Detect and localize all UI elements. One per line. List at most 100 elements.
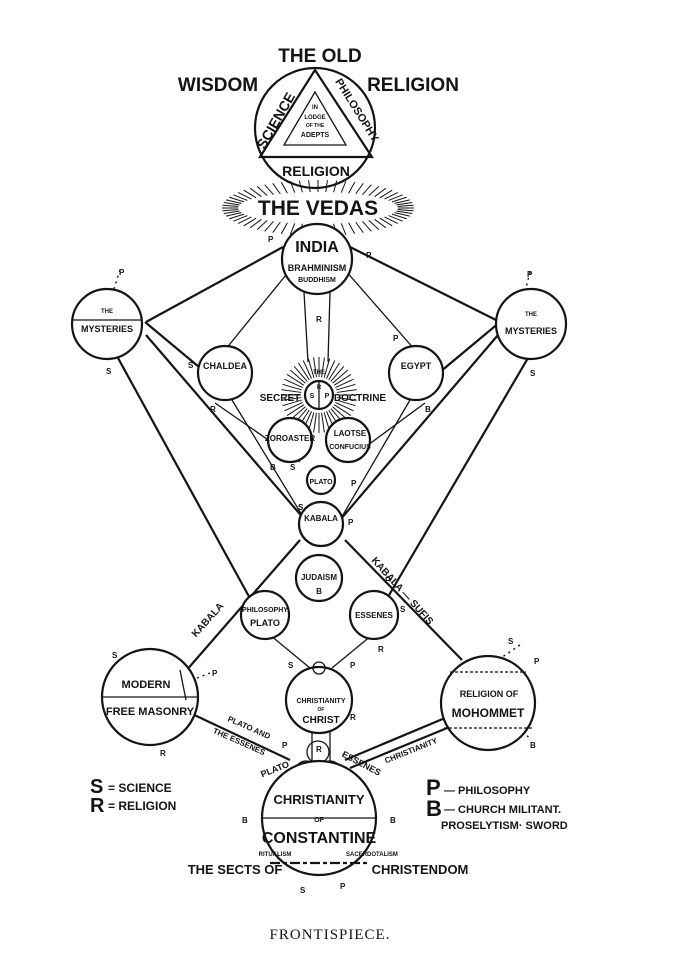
freemasonry-modern: MODERN (122, 679, 171, 691)
letter-p-egypt: P (393, 334, 399, 343)
adepts-in: IN (312, 105, 318, 111)
letter-s-chaldea: S (188, 361, 194, 370)
legend-s-text: = SCIENCE (108, 781, 172, 795)
adepts-label: ADEPTS (301, 132, 330, 139)
letter-p-christ-low: P (282, 741, 288, 750)
letter-s-christ: S (288, 661, 294, 670)
letter-r-chaldea: R (210, 405, 216, 414)
constantine-line1: CHRISTIANITY (274, 792, 365, 807)
legend-b-text: — CHURCH MILITANT. (444, 804, 561, 816)
letter-p-myst-left: P (119, 268, 125, 277)
doctrine-doctrine: DOCTRINE (334, 393, 387, 404)
mysteries-right-the: THE (525, 312, 537, 318)
judaism-label: JUDAISM (301, 573, 337, 582)
adepts-lodge: LODGE (304, 115, 325, 121)
mohammet-circle: RELIGION OF MOHOMMET (439, 654, 537, 752)
letter-p-kabala: P (348, 518, 354, 527)
letter-b-constantine-left: B (242, 816, 248, 825)
constantine-line2: OF (314, 817, 324, 824)
chaldea-circle: CHALDEA (196, 344, 254, 402)
sects-left-label: THE SECTS OF (188, 862, 283, 877)
mysteries-left-circle: THE MYSTERIES (70, 287, 144, 361)
letter-p-india-right: P (366, 251, 372, 260)
kabala-center-label: KABALA (304, 514, 338, 523)
circle-religion-label: RELIGION (282, 163, 350, 179)
letter-s-myst-left: S (106, 367, 112, 376)
adepts-of-the: OF THE (306, 123, 325, 129)
letter-r-christ: R (350, 713, 356, 722)
letter-r-freemason: R (160, 749, 166, 758)
caption: FRONTISPIECE. (270, 927, 391, 943)
old-wisdom-circle: SCIENCE PHILOSOPHY RELIGION IN LODGE OF … (253, 66, 381, 190)
letter-s-essenes: S (400, 605, 406, 614)
mysteries-left-label: MYSTERIES (81, 324, 133, 334)
letter-p-plato: P (351, 479, 357, 488)
letter-b-zoro: B (270, 463, 276, 472)
philosophy-plato-circle: PHILOSOPHY PLATO (239, 589, 291, 641)
letter-b-constantine-right: B (390, 816, 396, 825)
letter-s-mohammet: S (508, 637, 514, 646)
vedas-radiance-icon (222, 180, 414, 236)
vedas-label: THE VEDAS (258, 197, 378, 220)
plato-label: PLATO (309, 479, 333, 486)
doctrine-the: THE (313, 370, 325, 376)
legend: S = SCIENCE R = RELIGION P — PHILOSOPHY … (90, 775, 568, 832)
christ-line1: CHRISTIANITY (297, 698, 346, 705)
philosophy-plato-line1: PHILOSOPHY (242, 607, 288, 614)
mysteries-right-label: MYSTERIES (505, 326, 557, 336)
christ-circle: CHRISTIANITY OF CHRIST (284, 661, 354, 735)
sects-right-label: CHRISTENDOM (372, 862, 469, 877)
letter-r-constantine: R (316, 745, 322, 754)
zoroaster-label: ZOROASTER (265, 434, 315, 443)
legend-s-key: S (90, 776, 103, 798)
doctrine-p: P (325, 393, 330, 400)
letter-p-myst-right: P (527, 270, 533, 279)
laotse-label: LAOTSE (334, 429, 367, 438)
letter-b-egypt: B (425, 405, 431, 414)
header-the-old: THE OLD (278, 46, 361, 67)
christ-line2: OF (318, 707, 325, 713)
letter-p-bottom: P (340, 882, 346, 891)
secret-doctrine-node: THE S P R SECRET DOCTRINE (260, 370, 387, 411)
kabala-left-label: KABALA (190, 601, 226, 640)
letter-b-mohammet: B (530, 741, 536, 750)
constantine-ritualism: RITUALISM (259, 852, 292, 858)
india-buddhism: BUDDHISM (298, 277, 336, 284)
christ-line3: CHRIST (302, 715, 339, 726)
mohammet-line1: RELIGION OF (460, 689, 519, 699)
legend-r-text: = RELIGION (108, 799, 176, 813)
doctrine-secret: SECRET (260, 393, 301, 404)
zoroaster-circle: ZOROASTER (265, 416, 315, 464)
legend-b-text2: PROSELYTISM· SWORD (441, 820, 568, 832)
chaldea-label: CHALDEA (203, 361, 247, 371)
constantine-line3: CONSTANTINE (262, 830, 377, 847)
mohammet-line2: MOHOMMET (452, 706, 525, 720)
essenes-circle: ESSENES (348, 589, 400, 641)
legend-p-key: P (426, 775, 441, 800)
letter-p-christ: P (350, 661, 356, 670)
egypt-circle: EGYPT (387, 344, 445, 402)
philosophy-plato-line2: PLATO (250, 618, 280, 628)
connector-lines (111, 246, 531, 770)
letter-s-zoro: S (290, 463, 296, 472)
freemasonry-label: FREE MASONRY (106, 706, 195, 718)
freemasonry-circle: MODERN FREE MASONRY (100, 647, 200, 747)
letter-r-india: R (316, 315, 322, 324)
mysteries-left-the: THE (101, 309, 113, 315)
constantine-sacerdotalism: SACERDOTALISM (346, 852, 398, 858)
letter-p-freemason: P (212, 669, 218, 678)
egypt-label: EGYPT (401, 361, 432, 371)
constantine-circle: CHRISTIANITY OF CONSTANTINE RITUALISM SA… (259, 759, 398, 877)
judaism-circle: JUDAISM B (294, 553, 344, 603)
letter-p-mohammet: P (534, 657, 540, 666)
kabala-circle: KABALA (297, 500, 345, 548)
letter-p-india-left: P (268, 235, 274, 244)
letter-p-kabala-right: P (385, 576, 391, 585)
doctrine-r: R (317, 385, 322, 391)
doctrine-s: S (310, 393, 315, 400)
legend-b-key: B (426, 796, 442, 821)
letter-r-essenes: R (378, 645, 384, 654)
judaism-b: B (316, 587, 322, 596)
laotse-circle: LAOTSE CONFUCIUS (324, 416, 371, 464)
